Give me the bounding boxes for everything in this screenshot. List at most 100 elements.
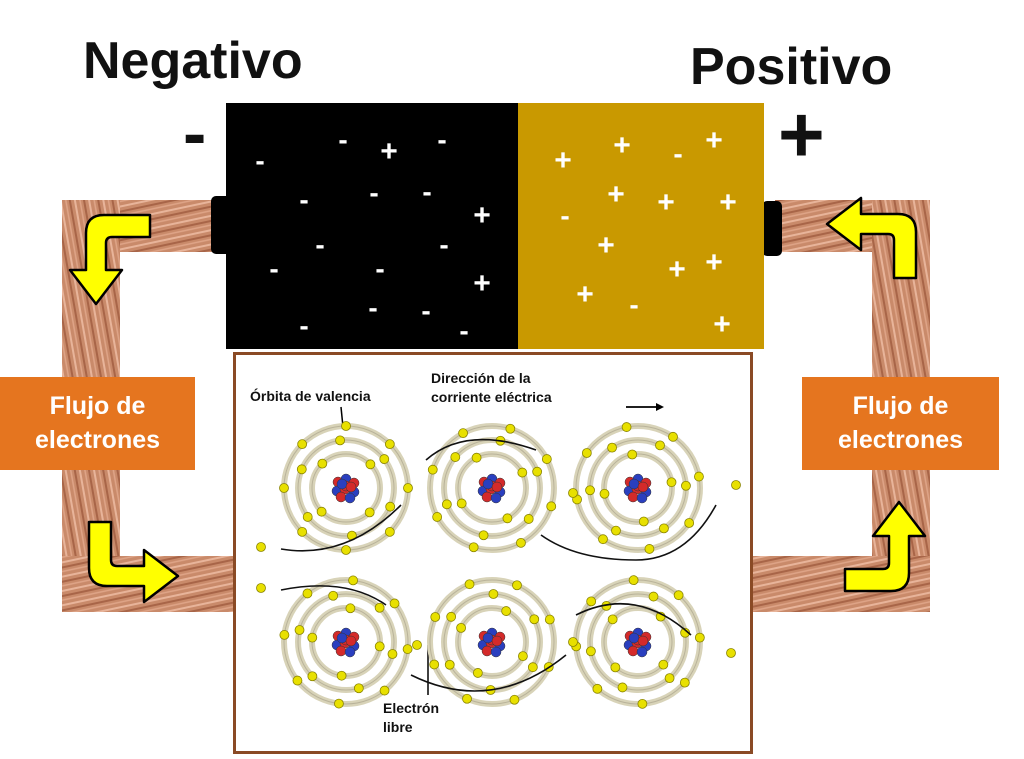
electron: [527, 662, 538, 673]
free-electron-label-line1: Electrón: [383, 700, 440, 716]
electron: [544, 614, 555, 625]
electron: [607, 614, 618, 625]
electron: [402, 644, 413, 654]
atom: [427, 577, 557, 707]
electron: [592, 683, 603, 694]
charge-sign: +: [380, 135, 398, 168]
free-electron: [726, 648, 736, 658]
electron: [430, 612, 441, 622]
electron: [279, 483, 289, 493]
electron: [546, 501, 557, 512]
charge-sign: -: [421, 295, 431, 326]
charge-sign: -: [437, 124, 447, 155]
charge-sign: +: [597, 229, 615, 262]
charge-sign: -: [629, 289, 639, 320]
electron: [348, 575, 358, 586]
electron: [384, 526, 395, 537]
electron: [456, 498, 467, 509]
electron: [297, 439, 308, 450]
electron: [379, 685, 390, 696]
nucleus: [331, 627, 360, 658]
current-direction-label-line1: Dirección de la: [431, 370, 531, 386]
nucleus: [477, 473, 506, 504]
electron: [628, 575, 639, 586]
flow-box-left-line2: electrones: [34, 425, 161, 454]
electron: [621, 422, 632, 432]
free-electron: [731, 480, 741, 490]
electron: [317, 458, 328, 469]
electron: [598, 534, 608, 545]
electron: [648, 591, 659, 602]
free-electron: [568, 488, 578, 498]
electron: [586, 596, 597, 607]
electron: [450, 452, 461, 462]
electron: [638, 516, 649, 527]
electron: [345, 603, 356, 614]
electron: [681, 480, 691, 491]
current-direction-label-line2: corriente eléctrica: [431, 389, 552, 405]
charge-sign: +: [668, 253, 686, 286]
electron: [341, 421, 351, 431]
atom: [279, 575, 413, 709]
electron: [316, 506, 327, 517]
electron: [334, 698, 344, 709]
electron: [292, 675, 303, 686]
electron: [694, 471, 704, 482]
free-electron: [568, 637, 578, 647]
charge-sign: -: [269, 253, 279, 284]
valence-orbit-label: Órbita de valencia: [250, 388, 371, 404]
electron: [464, 579, 475, 590]
charge-sign: -: [375, 253, 385, 284]
electron: [307, 632, 318, 643]
electron: [617, 682, 628, 693]
electron: [581, 448, 592, 458]
electron: [472, 668, 483, 678]
charge-sign: -: [338, 124, 348, 155]
electron: [468, 542, 479, 553]
electron: [302, 588, 313, 599]
electron: [462, 693, 472, 704]
electron: [364, 507, 375, 518]
charge-sign: +: [554, 144, 572, 177]
curved-arrow-icon: [825, 196, 918, 280]
charge-sign: +: [719, 186, 737, 219]
flow-box-left: Flujo de electrones: [0, 377, 195, 470]
electron: [335, 435, 345, 446]
charge-sign: +: [657, 186, 675, 219]
nucleus: [331, 473, 360, 504]
arrow-right-icon: [656, 403, 664, 411]
electron: [458, 428, 468, 439]
electron: [307, 671, 318, 682]
charge-sign: -: [369, 177, 379, 208]
electron: [379, 454, 390, 464]
flow-box-left-line1: Flujo de: [49, 391, 146, 420]
charge-sign: +: [713, 308, 731, 341]
battery-positive-side: + + - + + + + - + + + + - +: [518, 103, 764, 349]
electron: [403, 483, 413, 493]
electron: [328, 590, 339, 601]
electron: [684, 518, 695, 528]
electron: [516, 537, 526, 548]
electron: [336, 670, 347, 681]
charge-sign: +: [473, 199, 491, 232]
charge-sign: -: [315, 229, 325, 260]
electron: [673, 590, 684, 601]
nucleus: [477, 627, 506, 658]
electron: [585, 485, 595, 496]
electron: [679, 677, 690, 688]
charge-sign: -: [255, 145, 265, 176]
atom: [279, 421, 413, 555]
electron: [599, 488, 610, 499]
electron: [294, 625, 305, 635]
negative-sign: -: [183, 94, 207, 172]
electron: [532, 466, 543, 477]
electron: [517, 467, 528, 478]
flow-box-right-line2: electrones: [837, 425, 964, 454]
atom: [572, 422, 704, 554]
electron: [529, 614, 540, 625]
electron: [387, 649, 398, 659]
charge-sign: -: [673, 138, 683, 169]
electron: [664, 673, 675, 684]
electron: [501, 606, 512, 616]
electron: [429, 659, 440, 670]
